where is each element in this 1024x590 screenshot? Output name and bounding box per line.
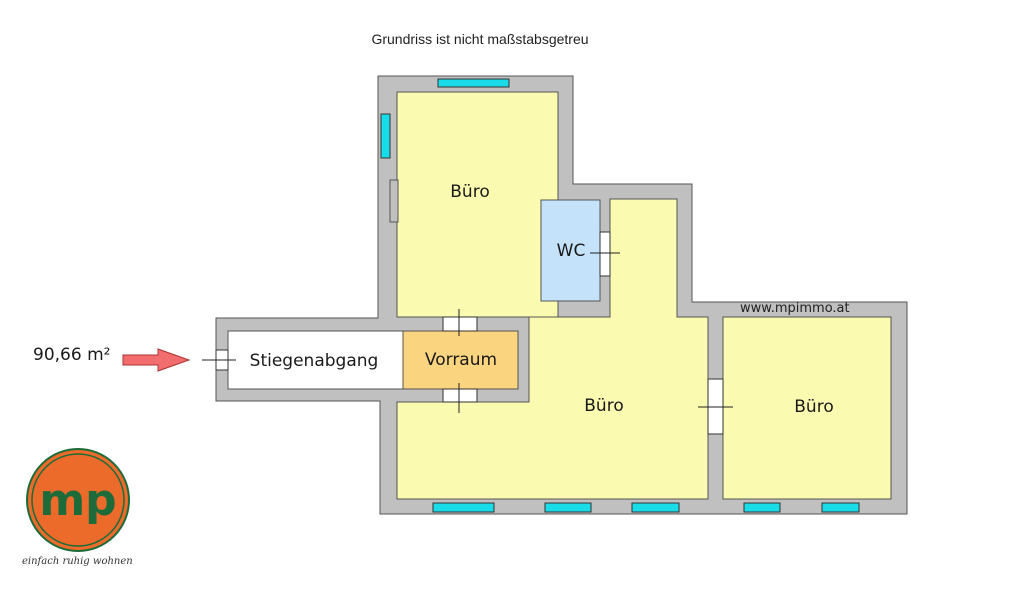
room-label-buero-east: Büro <box>794 397 834 417</box>
room-label-vorraum: Vorraum <box>424 350 498 370</box>
room-wc <box>540 199 601 302</box>
entrance-arrow <box>122 348 191 372</box>
website-link[interactable]: www.mpimmo.at <box>740 301 850 316</box>
windows <box>380 78 860 513</box>
total-area: 90,66 m² <box>33 345 111 365</box>
mp-logo: mp <box>26 448 130 552</box>
room-stiegenabgang <box>227 330 404 390</box>
scale-disclaimer: Grundriss ist nicht maßstabsgetreu <box>371 31 589 47</box>
svg-text:mp: mp <box>39 475 116 526</box>
room-buero-north <box>396 91 559 318</box>
room-label-buero-north: Büro <box>450 182 490 202</box>
room-label-wc: WC <box>556 241 586 261</box>
door-marks <box>202 252 733 413</box>
room-label-stiegenabgang: Stiegenabgang <box>249 351 379 371</box>
room-label-buero-main: Büro <box>584 396 624 416</box>
room-buero-east <box>722 316 892 500</box>
room-vorraum <box>402 330 519 390</box>
logo-tagline: einfach ruhig wohnen <box>22 556 133 567</box>
